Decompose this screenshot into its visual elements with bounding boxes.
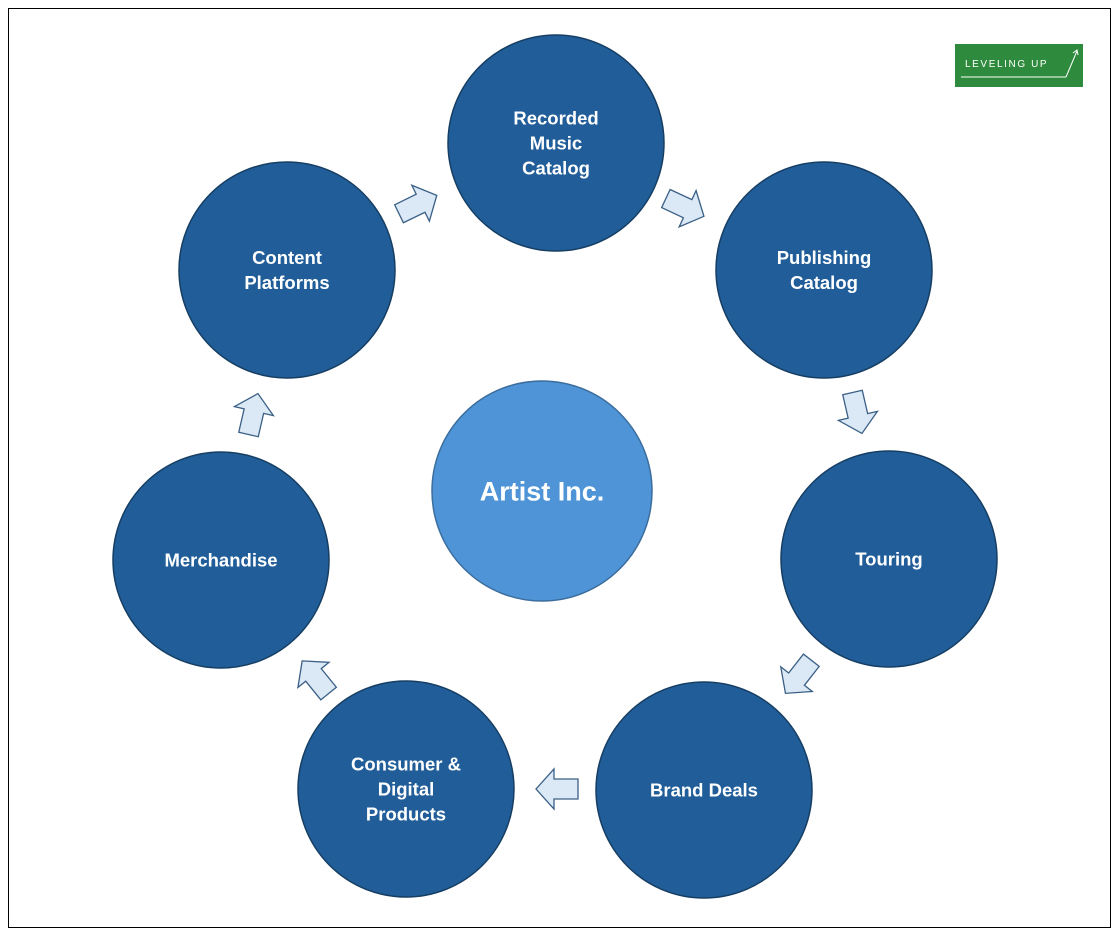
cycle-node-label-line: Consumer & bbox=[351, 754, 461, 775]
cycle-node-label-line: Publishing bbox=[777, 247, 872, 268]
flow-arrow-icon bbox=[660, 188, 705, 229]
cycle-node-circle bbox=[595, 681, 813, 899]
cycle-node-label-line: Platforms bbox=[244, 272, 329, 293]
cycle-node-label-line: Digital bbox=[378, 779, 435, 800]
hub-node-artist-inc-circle bbox=[431, 380, 653, 602]
cycle-node-circle bbox=[447, 34, 665, 252]
flow-arrow-icon bbox=[232, 392, 275, 438]
diagram-frame bbox=[8, 8, 1111, 928]
cycle-node-label-line: Recorded bbox=[513, 108, 598, 129]
flow-arrow-icon bbox=[297, 660, 338, 701]
cycle-node-circle bbox=[112, 451, 330, 669]
cycle-node-label-line: Catalog bbox=[522, 158, 590, 179]
hub-node-artist-inc-label-line: Artist Inc. bbox=[480, 477, 605, 507]
cycle-node-label-line: Merchandise bbox=[164, 550, 277, 571]
logo-text: LEVELING UP bbox=[965, 59, 1049, 70]
cycle-node-circle bbox=[780, 450, 998, 668]
flow-arrow-icon bbox=[535, 767, 579, 811]
flow-arrow-icon bbox=[779, 653, 821, 695]
cycle-node-circle bbox=[715, 161, 933, 379]
flow-arrow-icon bbox=[836, 389, 879, 435]
cycle-node: Touring bbox=[780, 450, 998, 668]
cycle-node-label-line: Brand Deals bbox=[650, 780, 758, 801]
cycle-node-label-line: Music bbox=[530, 133, 582, 154]
cycle-node-label-line: Products bbox=[366, 804, 446, 825]
trend-arrow-icon bbox=[961, 49, 1079, 78]
flow-arrow-icon bbox=[393, 184, 438, 224]
cycle-node-label-line: Content bbox=[252, 247, 322, 268]
cycle-node-label-line: Catalog bbox=[790, 272, 858, 293]
cycle-node-circle bbox=[178, 161, 396, 379]
cycle-node-label-line: Touring bbox=[855, 549, 922, 570]
cycle-node: Merchandise bbox=[112, 451, 330, 669]
cycle-node: Brand Deals bbox=[595, 681, 813, 899]
leveling-up-logo: LEVELING UP bbox=[955, 44, 1083, 87]
cycle-node-circle bbox=[297, 680, 515, 898]
hub-node-artist-inc: Artist Inc. bbox=[431, 380, 653, 602]
